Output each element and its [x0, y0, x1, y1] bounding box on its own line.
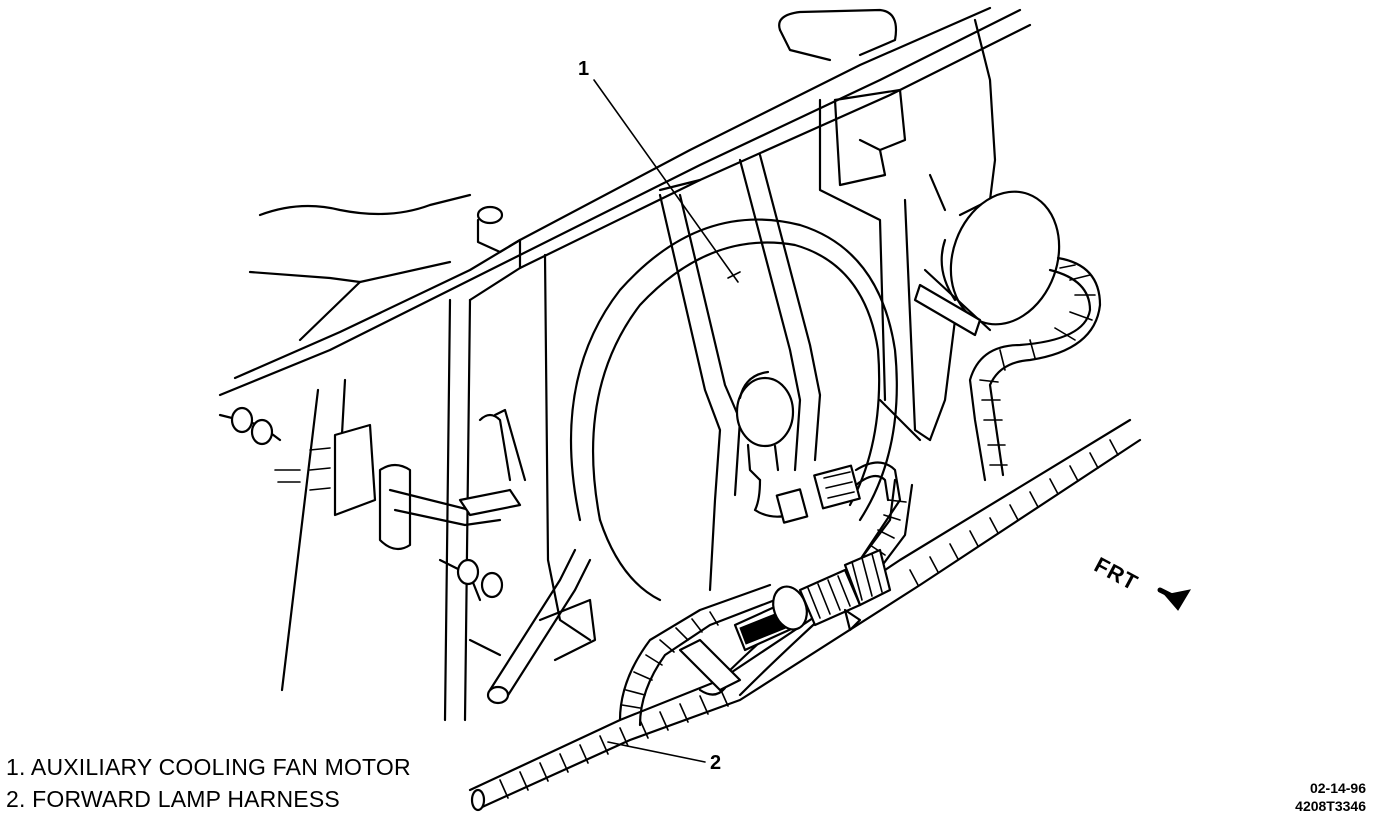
harness-connectors: [678, 548, 892, 696]
callout-leaders: [593, 79, 739, 763]
figure-code: 4208T3346: [1295, 798, 1366, 814]
legend-item-1: 1. AUXILIARY COOLING FAN MOTOR: [6, 754, 411, 780]
callout-1: 1: [578, 58, 590, 80]
lower-strut: [468, 548, 597, 705]
lamp-assembly: [913, 190, 1102, 482]
date-stamp: 02-14-96: [1309, 780, 1366, 796]
legend-item-2: 2. FORWARD LAMP HARNESS: [6, 786, 340, 812]
motor-connector: [753, 461, 902, 562]
motor-bracket: [658, 153, 822, 592]
radiator-support-beam: [218, 6, 1032, 397]
fan-motor: [735, 370, 795, 482]
callout-2: 2: [710, 752, 722, 774]
front-direction-arrow: [1157, 587, 1192, 611]
hose-fittings: [218, 406, 527, 602]
body-panel: [248, 193, 472, 692]
